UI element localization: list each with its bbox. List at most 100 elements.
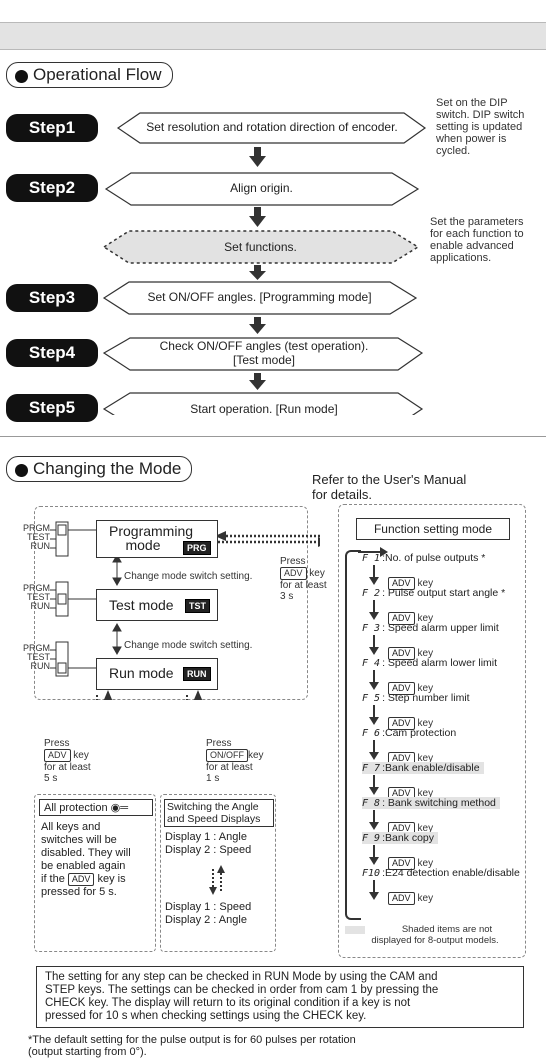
flow-box-step5 — [102, 392, 424, 415]
switch3-labels: PRGM TEST RUN — [23, 643, 50, 671]
flow-box-step3 — [102, 281, 418, 315]
press-adv-5s: Press ADV key for at least 5 s — [44, 738, 91, 784]
adv-key: ADV — [67, 873, 95, 886]
function-code: F 3 — [362, 623, 381, 634]
function-label: :Cam protection — [382, 727, 457, 739]
function-code: F 1 — [362, 553, 381, 564]
key-icon: ◉═ — [110, 802, 129, 814]
step2-text: Align origin. — [230, 181, 293, 195]
note-dip-switch: Set on the DIP switch. DIP switch settin… — [436, 97, 525, 157]
adv-key: ADV — [388, 577, 415, 590]
adv-key: ADV — [388, 717, 415, 730]
operational-flow-heading: Operational Flow — [6, 62, 173, 88]
function-item: F10:E24 detection enable/disable — [362, 867, 520, 879]
down-arrow-icon — [369, 600, 379, 620]
test-mode-box: Test mode TST — [96, 589, 218, 621]
function-label: : Bank switching method — [382, 797, 496, 809]
function-code: F10 — [362, 868, 381, 879]
flow-box-step4 — [102, 337, 424, 371]
function-code: F 5 — [362, 693, 381, 704]
step1-text: Set resolution and rotation direction of… — [146, 120, 398, 134]
adv-key: ADV — [388, 822, 415, 835]
switching-displays-panel: Switching the Angle and Speed Displays D… — [160, 794, 276, 952]
down-arrow-icon — [369, 740, 379, 760]
step4-badge: Step4 — [6, 339, 98, 367]
key-suffix: key — [417, 823, 434, 834]
check-settings-note: The setting for any step can be checked … — [36, 966, 524, 1028]
flow-box-step1 — [116, 112, 427, 144]
function-loop-arrow — [358, 547, 388, 557]
function-code: F 2 — [362, 588, 381, 599]
step4-text: Check ON/OFF angles (test operation). [T… — [159, 339, 369, 367]
function-region — [338, 504, 526, 958]
function-item: F 7:Bank enable/disable — [362, 762, 484, 774]
step5-badge: Step5 — [6, 394, 98, 422]
key-suffix: key — [417, 683, 434, 694]
key-suffix: key — [417, 648, 434, 659]
adv-key: ADV — [388, 857, 415, 870]
adv-key: ADV — [388, 682, 415, 695]
function-item: F 9:Bank copy — [362, 832, 439, 844]
flow-arrows — [249, 147, 266, 390]
change-switch-label-2: Change mode switch setting. — [124, 640, 253, 651]
function-code: F 6 — [362, 728, 381, 739]
mode-switches — [50, 521, 320, 700]
switch1-labels: PRGM TEST RUN — [23, 523, 50, 551]
function-code: F 9 — [362, 833, 381, 844]
down-arrow-icon — [369, 845, 379, 865]
changing-mode-heading: Changing the Mode — [6, 456, 193, 482]
all-protection-title: All protection ◉═ — [39, 799, 153, 816]
adv-key: ADV — [44, 749, 71, 762]
function-setting-mode-title: Function setting mode — [356, 518, 510, 540]
refer-manual-text: Refer to the User's Manual for details. — [312, 472, 467, 502]
section-divider — [0, 436, 546, 437]
function-item: F 2: Pulse output start angle * — [362, 587, 505, 599]
function-code: F 8 — [362, 798, 381, 809]
function-item: F 8: Bank switching method — [362, 797, 500, 809]
function-item: F 6:Cam protection — [362, 727, 456, 739]
function-code: F 4 — [362, 658, 381, 669]
step5-text: Start operation. [Run mode] — [190, 402, 338, 416]
display-toggle-arrows — [209, 865, 225, 895]
key-suffix: key — [417, 613, 434, 624]
down-arrow-icon — [369, 635, 379, 655]
section-banner — [0, 22, 546, 50]
change-switch-label-1: Change mode switch setting. — [124, 571, 253, 582]
adv-key: ADV — [388, 612, 415, 625]
adv-key: ADV — [280, 567, 307, 580]
function-code: F 7 — [362, 763, 381, 774]
run-tag: RUN — [183, 667, 211, 681]
function-label: :No. of pulse outputs * — [382, 552, 486, 564]
run-mode-box: Run mode RUN — [96, 658, 218, 690]
function-label: :Bank enable/disable — [382, 762, 480, 774]
function-label: :E24 detection enable/disable — [382, 867, 520, 879]
function-item: F 1:No. of pulse outputs * — [362, 552, 485, 564]
function-item: F 4: Speed alarm lower limit — [362, 657, 497, 669]
switching-title: Switching the Angle and Speed Displays — [164, 799, 274, 827]
adv-key: ADV — [388, 647, 415, 660]
down-arrow-icon — [369, 705, 379, 725]
function-loop-bracket — [345, 550, 361, 920]
down-arrow-icon — [369, 670, 379, 690]
function-item: F 5: Step number limit — [362, 692, 470, 704]
function-label: : Step number limit — [382, 692, 470, 704]
adv-key: ADV — [388, 892, 415, 905]
flow-diagram — [102, 112, 427, 415]
function-label: : Pulse output start angle * — [382, 587, 506, 599]
switch2-labels: PRGM TEST RUN — [23, 583, 50, 611]
functions-text: Set functions. — [224, 240, 297, 254]
key-suffix: key — [417, 718, 434, 729]
prg-tag: PRG — [183, 541, 211, 555]
step1-badge: Step1 — [6, 114, 98, 142]
down-arrow-icon — [369, 810, 379, 830]
onoff-key: ON/OFF — [206, 749, 248, 762]
